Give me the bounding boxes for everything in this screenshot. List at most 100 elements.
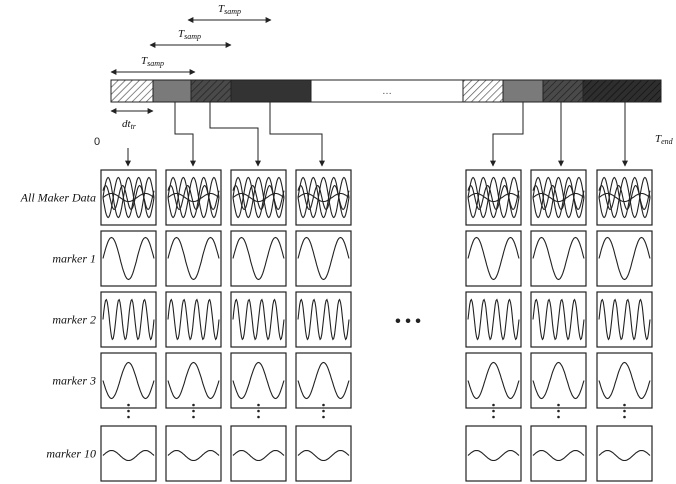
row-gap-dot (127, 403, 130, 407)
segment-dark-hatched (190, 79, 232, 103)
segment-mid-gray-2 (502, 79, 544, 103)
row-gap-dot (623, 403, 626, 407)
waveform-m2-1 (167, 298, 220, 341)
row-gap-dot (127, 409, 130, 413)
sample-box-m2-6 (530, 291, 587, 348)
waveform-all-2 (297, 176, 350, 219)
waveform-all-4 (232, 184, 285, 211)
waveform-m10-1 (232, 449, 285, 462)
row-gap-dot (492, 403, 495, 407)
segment-hatched-light-2 (462, 79, 504, 103)
waveform-m10-1 (598, 449, 651, 462)
waveform-m2-1 (532, 298, 585, 341)
waveform-all-1 (532, 176, 585, 219)
column-gap-ellipsis: • • • (395, 313, 421, 330)
sample-box-m2-2 (165, 291, 222, 348)
connector-arrow-3 (209, 102, 261, 167)
row-gap-dot (557, 403, 560, 407)
sample-box-m1-4 (295, 230, 352, 287)
sample-box-m3-4 (295, 352, 352, 409)
row-label-m10: marker 10 (46, 447, 96, 461)
sample-box-m2-1 (100, 291, 157, 348)
waveform-all-4 (102, 184, 155, 211)
segment-dark-2 (582, 79, 662, 103)
row-gap-dot (192, 403, 195, 407)
dt-tr-range: dttr (110, 108, 154, 131)
waveform-all-4 (167, 184, 220, 211)
waveform-m2-1 (598, 298, 651, 341)
row-label-m2: marker 2 (52, 313, 96, 327)
waveform-m1-1 (598, 236, 651, 281)
row-gap-dot (492, 415, 495, 419)
connector-arrow-2 (174, 102, 196, 167)
segment-mid-gray (152, 79, 192, 103)
connector-arrow-5 (490, 102, 524, 167)
waveform-m1-1 (232, 236, 285, 281)
segment-dark-hatched-2 (542, 79, 584, 103)
row-gap-dot (557, 415, 560, 419)
t-end-label: Tend (655, 133, 674, 146)
waveform-m3-1 (102, 361, 155, 400)
waveform-m2-1 (232, 298, 285, 341)
sample-box-m1-3 (230, 230, 287, 287)
dt-tr-label: dttr (122, 118, 137, 131)
waveform-m2-1 (297, 298, 350, 341)
segment-hatched-light (110, 79, 154, 103)
sample-box-m10-1 (100, 425, 157, 482)
row-gap-dot (322, 409, 325, 413)
waveform-all-2 (598, 176, 651, 219)
t-samp-label-2: Tsamp (178, 28, 201, 41)
timeline-bar: … (110, 79, 662, 103)
row-gap-dot (557, 409, 560, 413)
time-zero-label: 0 (94, 136, 100, 148)
sample-box-m2-7 (596, 291, 653, 348)
sample-box-m3-7 (596, 352, 653, 409)
waveform-all-3 (232, 192, 285, 203)
waveform-m3-1 (232, 361, 285, 400)
t-samp-label-3: Tsamp (218, 3, 241, 16)
sample-box-m10-3 (230, 425, 287, 482)
row-label-m1: marker 1 (52, 252, 96, 266)
waveform-all-1 (232, 176, 285, 219)
waveform-m1-1 (532, 236, 585, 281)
timeline-gap-ellipsis: … (382, 86, 392, 97)
sample-box-m10-4 (295, 425, 352, 482)
waveform-m1-1 (167, 236, 220, 281)
waveform-m1-1 (297, 236, 350, 281)
sample-box-all-5 (465, 169, 522, 226)
row-gap-dot (623, 409, 626, 413)
row-gap-dot (322, 415, 325, 419)
waveform-m3-1 (532, 361, 585, 400)
sample-box-all-6 (530, 169, 587, 226)
sample-box-m2-5 (465, 291, 522, 348)
waveform-m3-1 (167, 361, 220, 400)
sample-box-m2-3 (230, 291, 287, 348)
t-samp-range-3: Tsamp (187, 3, 272, 23)
row-gap-dot (192, 415, 195, 419)
waveform-all-1 (297, 176, 350, 219)
t-samp-label-1: Tsamp (141, 55, 164, 68)
sample-box-m10-7 (596, 425, 653, 482)
sample-box-m3-3 (230, 352, 287, 409)
waveform-all-3 (598, 192, 651, 203)
waveform-all-4 (532, 184, 585, 211)
sample-box-m3-5 (465, 352, 522, 409)
waveform-all-1 (467, 176, 520, 219)
row-gap-dot (623, 415, 626, 419)
waveform-m3-1 (467, 361, 520, 400)
connector-arrow-4 (269, 102, 325, 167)
waveform-m1-1 (467, 236, 520, 281)
t-samp-range-2: Tsamp (149, 28, 232, 48)
t-samp-range-1: Tsamp (110, 55, 196, 75)
sample-box-all-2 (165, 169, 222, 226)
sample-box-m10-6 (530, 425, 587, 482)
sample-box-m1-2 (165, 230, 222, 287)
waveform-m10-1 (102, 449, 155, 462)
waveform-all-3 (467, 192, 520, 203)
waveform-m3-1 (598, 361, 651, 400)
sample-box-all-3 (230, 169, 287, 226)
row-label-all: All Maker Data (20, 191, 96, 205)
waveform-all-4 (467, 184, 520, 211)
